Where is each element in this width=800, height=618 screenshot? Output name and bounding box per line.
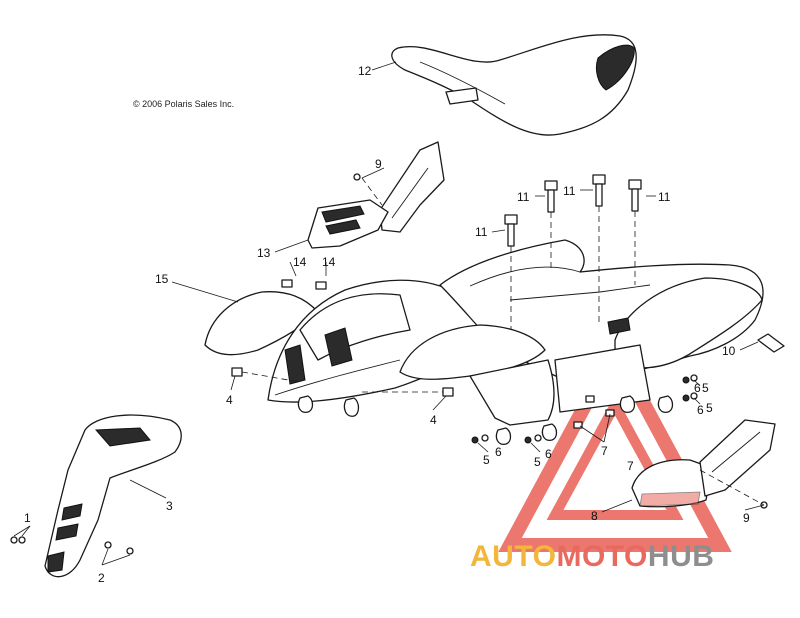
bolt-11d xyxy=(504,214,518,247)
callout-14-left: 14 xyxy=(293,255,307,269)
callout-labels: 12 9 13 14 14 15 11 11 11 11 10 4 4 5 6 … xyxy=(24,64,750,585)
bolt-11b xyxy=(592,174,606,207)
callout-13: 13 xyxy=(257,246,271,260)
watermark-text: AUTOMOTOHUB xyxy=(470,540,714,573)
side-panel-part xyxy=(307,141,445,249)
bolt-11a xyxy=(544,180,558,213)
callout-11-d: 11 xyxy=(658,190,671,204)
callout-10: 10 xyxy=(722,344,736,358)
callout-5-a: 5 xyxy=(483,453,490,467)
callout-7-a: 7 xyxy=(601,444,608,458)
front-fascia-part xyxy=(44,414,182,578)
callout-14-right: 14 xyxy=(322,255,336,269)
leader-lines xyxy=(13,61,765,566)
bolt-11c xyxy=(628,179,642,212)
watermark-auto: AUTO xyxy=(470,540,556,573)
callout-6-a: 6 xyxy=(495,445,502,459)
watermark-moto: MOTO xyxy=(556,540,647,573)
callout-11-b: 11 xyxy=(517,190,530,204)
callout-8: 8 xyxy=(591,509,598,523)
seat-part xyxy=(391,34,637,136)
assembly-lines xyxy=(241,177,765,506)
lens-part xyxy=(757,333,785,353)
footwell-part xyxy=(631,419,776,508)
callout-5-d: 5 xyxy=(706,401,713,415)
svg-text:AUTOMOTOHUB: AUTOMOTOHUB xyxy=(470,540,714,573)
rear-body-part xyxy=(399,239,764,445)
callout-7-b: 7 xyxy=(627,459,634,473)
callout-12: 12 xyxy=(358,64,372,78)
callout-9-top: 9 xyxy=(375,157,382,171)
callout-4-right: 4 xyxy=(430,413,437,427)
callout-5-b: 5 xyxy=(534,455,541,469)
callout-6-c: 6 xyxy=(697,403,704,417)
callout-11-a: 11 xyxy=(475,225,488,239)
callout-6-b: 6 xyxy=(545,447,552,461)
callout-9-bottom: 9 xyxy=(743,511,750,525)
callout-3: 3 xyxy=(166,499,173,513)
callout-11-c: 11 xyxy=(563,184,576,198)
watermark-hub: HUB xyxy=(648,540,715,573)
callout-6-d: 6 xyxy=(694,381,701,395)
callout-15: 15 xyxy=(155,272,169,286)
callout-2: 2 xyxy=(98,571,105,585)
watermark-logo xyxy=(498,335,732,552)
callout-5-c: 5 xyxy=(702,381,709,395)
callout-4-left: 4 xyxy=(226,393,233,407)
callout-1: 1 xyxy=(24,511,31,525)
copyright-notice: © 2006 Polaris Sales Inc. xyxy=(133,99,235,109)
